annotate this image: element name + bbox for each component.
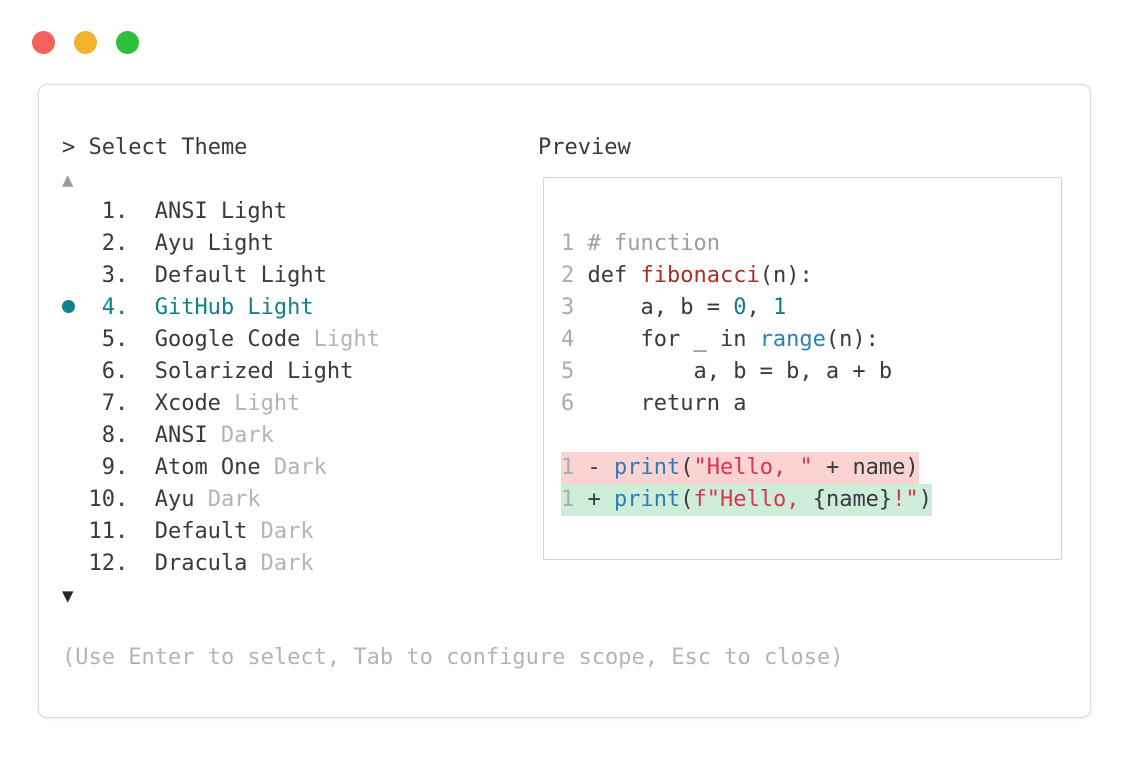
theme-option-ansi[interactable]: 8. ANSI Dark	[62, 420, 538, 452]
close-button[interactable]	[32, 31, 55, 54]
selected-bullet-icon	[62, 292, 88, 324]
theme-option-default[interactable]: 11. Default Dark	[62, 516, 538, 548]
theme-name: GitHub Light	[154, 295, 314, 320]
theme-list: 1. ANSI Light 2. Ayu Light 3. Default Light 4.…	[62, 196, 538, 580]
theme-variant-label: Light	[220, 391, 301, 416]
theme-name: ANSI Light	[154, 199, 288, 224]
line-number: 1	[561, 455, 588, 480]
line-number: 1	[561, 231, 588, 256]
theme-number: 10.	[88, 487, 129, 512]
diff-line-added: 1 + print(f"Hello, {name}!")	[561, 484, 1061, 516]
line-number: 4	[561, 327, 588, 352]
theme-name: Default Light	[154, 263, 327, 288]
code-line: 4 for _ in range(n):	[561, 327, 879, 352]
theme-name: Xcode	[154, 391, 221, 416]
prompt-title: > Select Theme	[62, 135, 248, 160]
theme-option-solarized-light[interactable]: 6. Solarized Light	[62, 356, 538, 388]
theme-number: 8.	[101, 423, 129, 448]
line-number: 2	[561, 263, 588, 288]
theme-option-ayu[interactable]: 10. Ayu Dark	[62, 484, 538, 516]
help-text: (Use Enter to select, Tab to configure s…	[62, 645, 844, 670]
theme-variant-label: Dark	[247, 519, 314, 544]
theme-variant-label: Light	[300, 327, 380, 352]
theme-option-atom-one[interactable]: 9. Atom One Dark	[62, 452, 538, 484]
theme-number: 11.	[88, 519, 129, 544]
theme-variant-label: Dark	[194, 487, 261, 512]
theme-name: Solarized Light	[154, 359, 354, 384]
theme-number: 4.	[101, 295, 129, 320]
theme-option-ansi-light[interactable]: 1. ANSI Light	[62, 196, 538, 228]
theme-option-google-code[interactable]: 5. Google Code Light	[62, 324, 538, 356]
theme-number: 3.	[101, 263, 129, 288]
theme-option-ayu-light[interactable]: 2. Ayu Light	[62, 228, 538, 260]
code-line: 5 a, b = b, a + b	[561, 359, 893, 384]
scroll-up-indicator[interactable]: ▲	[62, 169, 74, 191]
theme-name: ANSI	[154, 423, 208, 448]
theme-name: Dracula	[154, 551, 248, 576]
preview-column: Preview 1 # function 2 def fibonacci(n): 3…	[538, 132, 1090, 674]
theme-name: Ayu Light	[154, 231, 274, 256]
theme-picker-panel: > Select Theme ▲ 1. ANSI Light 2. Ayu Light…	[38, 84, 1091, 718]
code-line: 3 a, b = 0, 1	[561, 295, 787, 320]
code-line: 1 # function	[561, 231, 720, 256]
theme-number: 6.	[101, 359, 129, 384]
theme-variant-label: Dark	[207, 423, 274, 448]
theme-name: Google Code	[154, 327, 301, 352]
zoom-button[interactable]	[116, 31, 139, 54]
window-controls	[32, 31, 139, 54]
preview-label: Preview	[538, 135, 631, 160]
preview-pane: 1 # function 2 def fibonacci(n): 3 a, b = …	[543, 177, 1062, 560]
line-number: 5	[561, 359, 588, 384]
theme-option-dracula[interactable]: 12. Dracula Dark	[62, 548, 538, 580]
line-number: 1	[561, 487, 588, 512]
theme-option-xcode[interactable]: 7. Xcode Light	[62, 388, 538, 420]
code-line: 6 return a	[561, 391, 747, 416]
theme-variant-label: Dark	[247, 551, 314, 576]
theme-name: Ayu	[154, 487, 195, 512]
theme-option-default-light[interactable]: 3. Default Light	[62, 260, 538, 292]
theme-number: 1.	[101, 199, 129, 224]
theme-option-github-light[interactable]: 4. GitHub Light	[62, 292, 538, 324]
theme-number: 12.	[88, 551, 129, 576]
code-line: 2 def fibonacci(n):	[561, 263, 813, 288]
theme-list-column: > Select Theme ▲ 1. ANSI Light 2. Ayu Light…	[62, 132, 844, 674]
theme-name: Default	[154, 519, 248, 544]
theme-number: 5.	[101, 327, 129, 352]
code-line	[561, 420, 1061, 452]
line-number: 3	[561, 295, 588, 320]
theme-name: Atom One	[154, 455, 261, 480]
line-number: 6	[561, 391, 588, 416]
theme-number: 9.	[101, 455, 129, 480]
theme-number: 7.	[101, 391, 129, 416]
minimize-button[interactable]	[74, 31, 97, 54]
theme-variant-label: Dark	[260, 455, 327, 480]
scroll-down-indicator[interactable]: ▼	[62, 585, 74, 607]
theme-number: 2.	[101, 231, 129, 256]
diff-line-removed: 1 - print("Hello, " + name)	[561, 452, 1061, 484]
